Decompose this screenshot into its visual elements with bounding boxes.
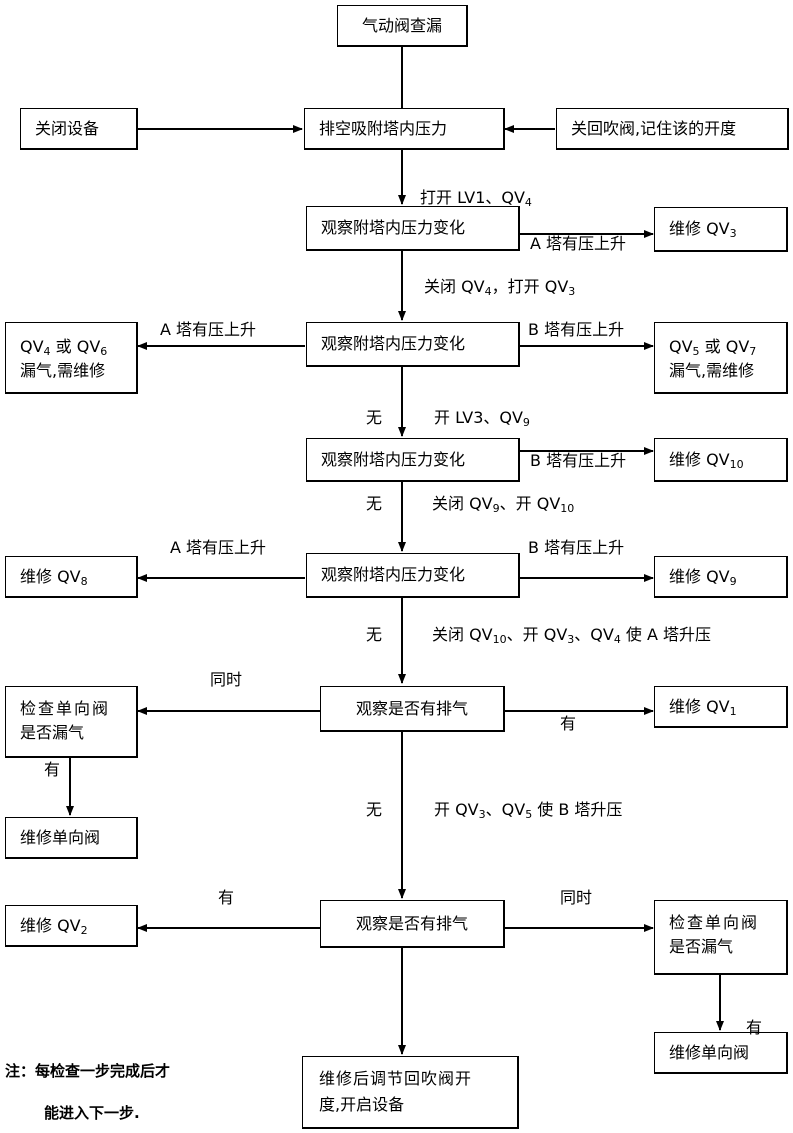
repair-qv8-box: 维修 QV8 <box>5 556 138 598</box>
label-open-qv3: 开 QV3、QV5 使 B 塔升压 <box>434 800 623 821</box>
label-a-rise-2: A 塔有压上升 <box>160 320 257 339</box>
close-equipment-box: 关闭设备 <box>20 108 138 150</box>
right-leak-text: QV5 或 QV7 漏气,需维修 <box>669 337 757 380</box>
label-yes-2: 有 <box>44 760 61 779</box>
label-none-4: 无 <box>366 800 383 819</box>
observe-pressure-box-2: 观察附塔内压力变化 <box>306 322 520 367</box>
repair-check-valve-right-box: 维修单向阀 <box>654 1032 788 1074</box>
check-valve-left-text: 检查单向阀 是否漏气 <box>20 699 111 742</box>
label-a-rise-4: A 塔有压上升 <box>170 538 267 557</box>
label-close-qv10: 关闭 QV10、开 QV3、QV4 使 A 塔升压 <box>432 625 712 646</box>
left-leak-box: QV4 或 QV6 漏气,需维修 <box>5 322 138 394</box>
observe-pressure-box-4: 观察附塔内压力变化 <box>306 553 520 598</box>
final-box: 维修后调节回吹阀开 度,开启设备 <box>302 1056 519 1129</box>
repair-qv10-text: 维修 QV10 <box>669 449 744 471</box>
label-b-rise-3: B 塔有压上升 <box>530 451 627 470</box>
vent-pressure-box: 排空吸附塔内压力 <box>304 108 505 150</box>
start-box: 气动阀查漏 <box>337 5 468 47</box>
label-open-lv1: 打开 LV1、QV4 <box>420 188 532 209</box>
check-valve-right-box: 检查单向阀 是否漏气 <box>654 900 788 975</box>
label-open-lv3: 开 LV3、QV9 <box>434 408 530 429</box>
note-line-1: 注：每检查一步完成后才 <box>5 1062 171 1080</box>
label-none-3: 无 <box>366 625 383 644</box>
repair-qv2-text: 维修 QV2 <box>20 915 88 937</box>
check-valve-right-text: 检查单向阀 是否漏气 <box>669 913 760 956</box>
check-exhaust-text-2: 观察是否有排气 <box>355 913 468 933</box>
close-blowback-text: 关回吹阀,记住该的开度 <box>571 118 737 138</box>
left-leak-text: QV4 或 QV6 漏气,需维修 <box>20 337 108 380</box>
repair-qv9-text: 维修 QV9 <box>669 566 737 588</box>
close-blowback-box: 关回吹阀,记住该的开度 <box>556 108 789 150</box>
close-equipment-text: 关闭设备 <box>35 118 100 138</box>
repair-qv1-text: 维修 QV1 <box>669 696 737 718</box>
repair-qv3-text: 维修 QV3 <box>669 219 737 240</box>
label-yes-1: 有 <box>560 714 577 733</box>
label-a-rise-1: A 塔有压上升 <box>530 234 627 253</box>
label-none-1: 无 <box>366 408 383 427</box>
check-exhaust-box-2: 观察是否有排气 <box>320 900 505 948</box>
repair-check-valve-left-box: 维修单向阀 <box>5 817 138 859</box>
label-none-2: 无 <box>366 494 383 513</box>
observe-pressure-text-4: 观察附塔内压力变化 <box>321 565 466 584</box>
final-text: 维修后调节回吹阀开 度,开启设备 <box>319 1069 473 1114</box>
repair-qv10-box: 维修 QV10 <box>654 438 788 482</box>
repair-check-valve-left-text: 维修单向阀 <box>20 827 101 847</box>
check-valve-left-box: 检查单向阀 是否漏气 <box>5 686 138 758</box>
repair-qv8-text: 维修 QV8 <box>20 566 88 588</box>
label-simultaneous-1: 同时 <box>210 670 243 689</box>
observe-pressure-box-1: 观察附塔内压力变化 <box>306 206 520 251</box>
repair-check-valve-right-text: 维修单向阀 <box>669 1042 750 1062</box>
note-line-2: 能进入下一步. <box>44 1104 140 1122</box>
observe-pressure-text-3: 观察附塔内压力变化 <box>321 449 466 469</box>
check-exhaust-text-1: 观察是否有排气 <box>355 698 468 718</box>
repair-qv1-box: 维修 QV1 <box>654 686 788 728</box>
label-close-qv9: 关闭 QV9、开 QV10 <box>432 494 575 515</box>
label-yes-4: 有 <box>746 1018 763 1037</box>
label-b-rise-4: B 塔有压上升 <box>528 538 625 557</box>
repair-qv9-box: 维修 QV9 <box>654 556 788 598</box>
label-simultaneous-2: 同时 <box>560 888 593 907</box>
repair-qv2-box: 维修 QV2 <box>5 905 138 947</box>
repair-qv3-box: 维修 QV3 <box>654 207 788 252</box>
check-exhaust-box-1: 观察是否有排气 <box>320 686 505 732</box>
observe-pressure-text-1: 观察附塔内压力变化 <box>321 218 466 237</box>
observe-pressure-box-3: 观察附塔内压力变化 <box>306 438 520 482</box>
label-b-rise-2: B 塔有压上升 <box>528 320 625 339</box>
vent-pressure-text: 排空吸附塔内压力 <box>319 118 448 138</box>
observe-pressure-text-2: 观察附塔内压力变化 <box>321 334 466 353</box>
label-close-qv4: 关闭 QV4，打开 QV3 <box>424 277 576 298</box>
start-text: 气动阀查漏 <box>361 15 442 35</box>
label-yes-3: 有 <box>218 888 235 907</box>
right-leak-box: QV5 或 QV7 漏气,需维修 <box>654 322 788 394</box>
